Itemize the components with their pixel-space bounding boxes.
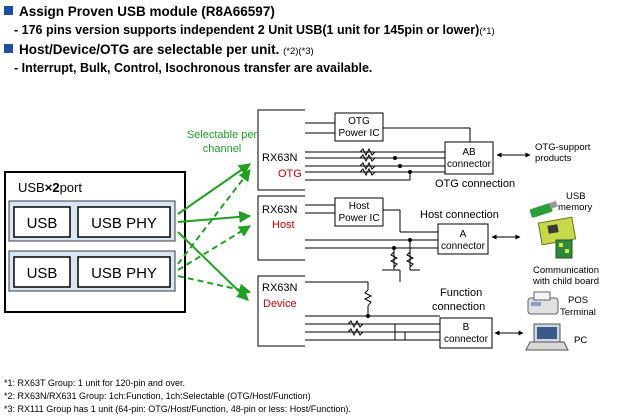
otg-products-label-1: OTG-support	[535, 142, 591, 153]
selectable-label-2: channel	[203, 143, 242, 155]
pos-label-1: POS	[568, 295, 588, 306]
otg-connection-label: OTG connection	[435, 178, 515, 190]
bullet-square-icon	[4, 6, 13, 15]
rx63n-host-mode: Host	[272, 219, 295, 231]
rx63n-device-chip: RX63N	[262, 282, 298, 294]
rx63n-otg-block	[257, 109, 305, 191]
subheading-transfer-text: - Interrupt, Bulk, Control, Isochronous …	[14, 61, 373, 75]
usb-2port-block: USB×2port USB USB PHY USB USB PHY	[4, 171, 186, 313]
otg-products-label-2: products	[535, 153, 572, 164]
selectable-label-1: Selectable per	[187, 129, 258, 141]
bullet-square-icon	[4, 44, 13, 53]
b-connector-label-2: connector	[444, 334, 489, 345]
device-resistors	[347, 319, 364, 337]
otg-power-ic	[334, 112, 384, 142]
heading-usb-module: Assign Proven USB module (R8A66597)	[4, 4, 275, 19]
usb-phy-label-1: USB PHY	[91, 215, 157, 232]
footnote-3: *3: RX111 Group has 1 unit (64-pin: OTG/…	[4, 404, 351, 414]
otg-power-ic-label-2: Power IC	[338, 128, 379, 139]
subheading-transfer: - Interrupt, Bulk, Control, Isochronous …	[14, 61, 372, 75]
usb-label-1: USB	[27, 215, 58, 232]
b-connector	[439, 317, 493, 349]
usb-2port-title: USB×2port	[18, 180, 82, 195]
subheading-pins-text: - 176 pins version supports independent …	[14, 23, 480, 37]
footnote-2: *2: RX63N/RX631 Group: 1ch:Function, 1ch…	[4, 391, 311, 401]
device-wiring	[305, 281, 440, 341]
pc-label: PC	[574, 335, 587, 346]
ab-connector-label-1: AB	[462, 147, 476, 158]
usb-label-2: USB	[27, 265, 58, 282]
a-connector-label-2: connector	[441, 241, 486, 252]
host-connection-label: Host connection	[420, 209, 499, 221]
usb-memory-icon	[529, 200, 558, 218]
ab-connector-label-2: connector	[447, 159, 492, 170]
rx63n-host-block	[257, 195, 305, 261]
heading-text: Host/Device/OTG are selectable per unit.	[19, 42, 280, 57]
heading-text: Assign Proven USB module (R8A66597)	[19, 4, 275, 19]
footnote-1: *1: RX63T Group: 1 unit for 120-pin and …	[4, 378, 185, 388]
b-connector-label-1: B	[463, 322, 470, 333]
otg-resistors	[359, 147, 376, 177]
a-connector-label-1: A	[460, 229, 467, 240]
host-pulldown-resistors	[389, 251, 415, 268]
device-pullup-resistor	[363, 289, 373, 307]
child-board-label-1: Communication	[533, 265, 599, 276]
device-caps	[394, 324, 406, 340]
child-board-icon	[537, 216, 577, 259]
function-connection-label-2: connection	[432, 301, 485, 313]
child-board-label-2: with child board	[532, 276, 599, 287]
rx63n-otg-chip: RX63N	[262, 152, 298, 164]
rx63n-device-mode: Device	[263, 298, 297, 310]
function-connection-label-1: Function	[440, 287, 482, 299]
pc-icon	[525, 323, 569, 351]
rx63n-device-block	[257, 275, 305, 347]
otg-power-ic-label-1: OTG	[348, 116, 370, 127]
host-wiring	[305, 204, 438, 282]
pos-label-2: Terminal	[560, 307, 596, 318]
ab-connector	[444, 141, 494, 175]
usb-memory-label-1: USB	[566, 191, 586, 202]
host-power-ic-label-1: Host	[349, 201, 370, 212]
pos-terminal-icon	[527, 291, 559, 315]
host-power-ic	[334, 197, 384, 227]
subheading-pins: - 176 pins version supports independent …	[14, 23, 495, 37]
host-power-ic-label-2: Power IC	[338, 213, 379, 224]
rx63n-otg-mode: OTG	[278, 168, 302, 180]
usb-phy-label-2: USB PHY	[91, 265, 157, 282]
rx63n-host-chip: RX63N	[262, 204, 298, 216]
footnote-ref-1: (*1)	[479, 26, 495, 37]
selection-arrows	[177, 163, 252, 301]
footnote-ref-2-3: (*2)(*3)	[283, 46, 314, 57]
usb-memory-label-2: memory	[558, 202, 593, 213]
heading-host-device-otg: Host/Device/OTG are selectable per unit.…	[4, 42, 314, 57]
a-connector	[437, 223, 489, 255]
